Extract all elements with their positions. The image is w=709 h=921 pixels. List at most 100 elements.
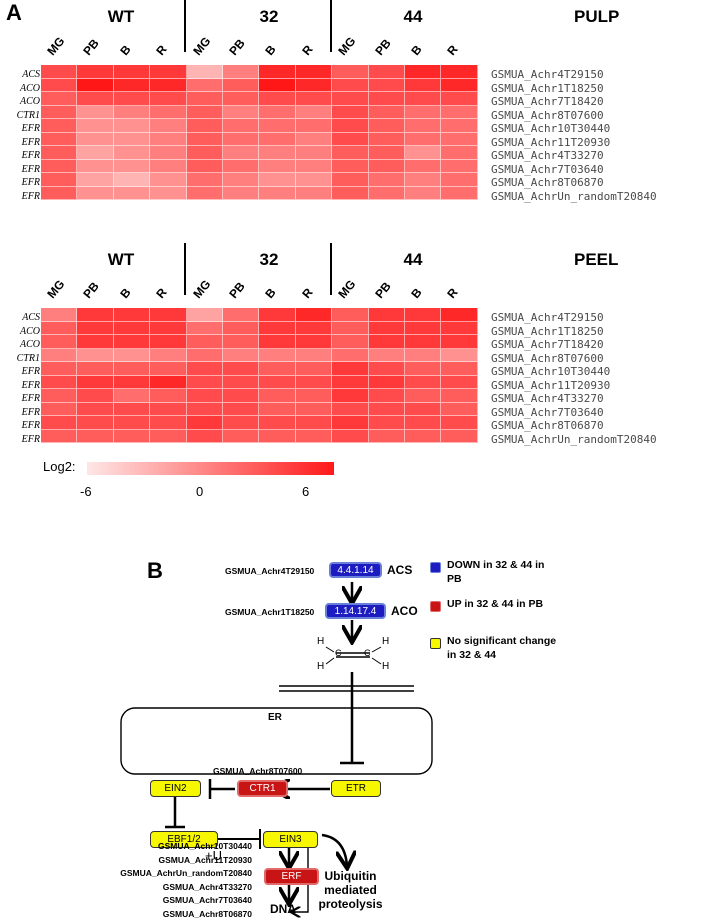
heatmap-cell	[441, 186, 478, 200]
heatmap-cell	[222, 348, 260, 362]
heatmap-cell	[332, 119, 369, 133]
heatmap-cell	[222, 429, 260, 443]
heatmap-gene-label: GSMUA_Achr11T20930	[491, 135, 611, 149]
heatmap-cell	[332, 416, 369, 430]
heatmap-cell	[150, 92, 187, 106]
heatmap-row-label: ACS	[22, 69, 40, 80]
heatmap-gene-label: GSMUA_Achr11T20930	[491, 378, 611, 392]
heatmap-cell	[295, 389, 333, 403]
heatmap-cell	[368, 308, 405, 322]
heatmap-row-label: EFR	[21, 366, 40, 377]
heatmap-cell	[368, 335, 405, 349]
heatmap-gene-label: GSMUA_Achr8T06870	[491, 419, 604, 432]
aco-ec: 1.14.17.4	[334, 605, 377, 617]
heatmap-gene-label: GSMUA_Achr7T03640	[491, 162, 604, 176]
ethylene-bond	[325, 646, 335, 653]
heatmap-row-label: EFR	[21, 379, 40, 391]
heatmap-cell	[295, 402, 333, 416]
heatmap-cell	[441, 375, 478, 389]
heatmap-cell	[222, 92, 260, 106]
heatmap-cell	[368, 159, 405, 173]
heatmap-cell	[368, 105, 405, 119]
ethylene-h: H	[382, 636, 390, 647]
acs-enzyme-box: 4.4.1.14	[329, 562, 382, 578]
heatmap-cell	[222, 78, 260, 92]
heatmap-cell	[77, 321, 114, 335]
heatmap-row-label: EFR	[21, 123, 40, 134]
heatmap-cell	[41, 335, 78, 349]
heatmap-cell	[441, 362, 478, 376]
group-label-44: 44	[403, 7, 423, 26]
heatmap-cell	[295, 173, 333, 187]
heatmap-cell	[368, 402, 405, 416]
heatmap-cell	[222, 65, 260, 79]
heatmap-cell	[186, 173, 223, 187]
heatmap-cell	[441, 119, 478, 133]
heatmap-cell	[186, 146, 223, 160]
heatmap-cell	[186, 375, 223, 389]
tissue-label-pulp: PULP	[574, 7, 620, 26]
acs-label: ACS	[387, 563, 413, 577]
group-separator	[184, 0, 186, 52]
heatmap-cell	[259, 119, 296, 133]
heatmap-cell	[150, 159, 187, 173]
heatmap-row-label: CTR1	[16, 109, 40, 121]
heatmap-cell	[368, 146, 405, 160]
erf-gene-label: GSMUA_AchrUn_randomT20840	[120, 868, 252, 878]
heatmap-cell	[332, 186, 369, 200]
color-scale-bar	[87, 462, 334, 475]
heatmap-cell	[368, 78, 405, 92]
heatmap-cell	[441, 65, 478, 79]
erf-gene-label: GSMUA_Achr11T20930	[158, 854, 252, 865]
heatmap-cell	[295, 92, 333, 106]
heatmap-cell	[41, 105, 78, 119]
etr-label: ETR	[346, 783, 366, 794]
heatmap-cell	[113, 78, 151, 92]
heatmap-cell	[332, 159, 369, 173]
heatmap-cell	[332, 65, 369, 79]
heatmap-row-label: EFR	[21, 433, 40, 445]
heatmap-cell	[368, 321, 405, 335]
heatmap-cell	[332, 105, 369, 119]
legend-down: DOWN in 32 & 44 in PB	[447, 559, 545, 585]
heatmap-cell	[259, 389, 296, 403]
heatmap-cell	[332, 78, 369, 92]
group-label-32: 32	[259, 250, 279, 269]
heatmap-cell	[404, 375, 442, 389]
heatmap-cell	[186, 429, 223, 443]
heatmap-gene-label: GSMUA_Achr10T30440	[491, 122, 611, 135]
ethylene-h: H	[382, 661, 390, 672]
heatmap-cell	[113, 416, 151, 430]
heatmap-cell	[441, 416, 478, 430]
ein3-box: EIN3	[263, 831, 318, 848]
scale-tick-max: 6	[302, 484, 310, 499]
heatmap-cell	[77, 119, 114, 133]
heatmap-cell	[77, 186, 114, 200]
heatmap-cell	[113, 375, 151, 389]
heatmap-cell	[113, 105, 151, 119]
heatmap-cell	[259, 375, 296, 389]
ubiquitin-label: Ubiquitin mediated proteolysis	[318, 869, 383, 911]
heatmap-cell	[441, 335, 478, 349]
heatmap-cell	[259, 321, 296, 335]
ethylene-bond	[325, 657, 335, 665]
heatmap-cell	[295, 65, 333, 79]
heatmap-cell	[41, 416, 78, 430]
heatmap-cell	[441, 429, 478, 443]
heatmap-cell	[186, 362, 223, 376]
ebf-box: EBF1/2	[150, 831, 218, 848]
heatmap-cell	[113, 348, 151, 362]
heatmap-cell	[332, 348, 369, 362]
heatmap-cell	[259, 159, 296, 173]
group-separator	[184, 243, 186, 295]
heatmap-gene-label: GSMUA_Achr4T33270	[491, 392, 604, 405]
heatmap-cell	[295, 119, 333, 133]
scale-tick-min: -6	[80, 484, 92, 499]
heatmap-cell	[150, 402, 187, 416]
heatmap-cell	[368, 132, 405, 146]
ctr1-gene-label: GSMUA_Achr8T07600	[213, 766, 303, 776]
arrow-ein3-ubiquitin	[321, 833, 347, 866]
heatmap-cell	[41, 78, 78, 92]
